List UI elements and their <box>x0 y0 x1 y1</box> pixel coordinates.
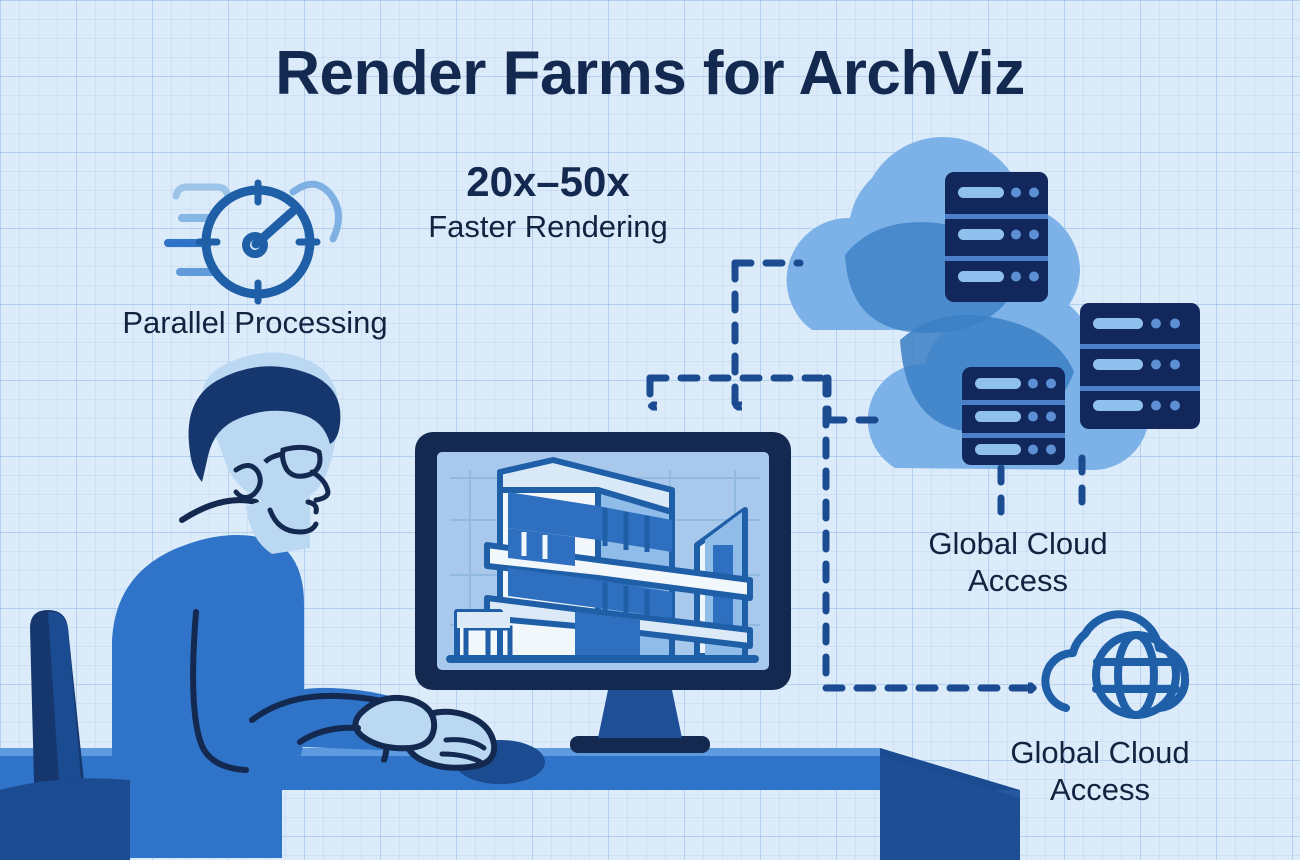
server-rack-icon <box>1080 303 1200 429</box>
caption-global-cloud-access-bottom: Global Cloud Access <box>1010 735 1190 807</box>
speedometer-icon <box>164 179 342 305</box>
caption-global-cloud-access-top: Global Cloud Access <box>928 526 1108 598</box>
cloud-globe-icon <box>1041 610 1190 719</box>
page-title: Render Farms for ArchViz <box>275 39 1025 108</box>
desktop-monitor-icon <box>415 432 791 753</box>
server-rack-icon <box>962 367 1065 465</box>
cloud-icon <box>786 136 1149 470</box>
server-rack-icon <box>945 172 1048 302</box>
stat-block: 20x–50x Faster Rendering <box>398 158 698 247</box>
dashed-drop-line <box>997 454 1086 526</box>
desk <box>0 748 1020 860</box>
stat-value: 20x–50x <box>466 158 630 205</box>
computer-mouse-icon <box>455 740 545 784</box>
caption-parallel-processing: Parallel Processing <box>122 305 388 340</box>
architectural-building-render <box>446 457 759 663</box>
stat-label: Faster Rendering <box>428 209 668 245</box>
dashed-connector-arrow <box>646 259 1030 688</box>
person-at-desk-illustration <box>0 352 498 860</box>
